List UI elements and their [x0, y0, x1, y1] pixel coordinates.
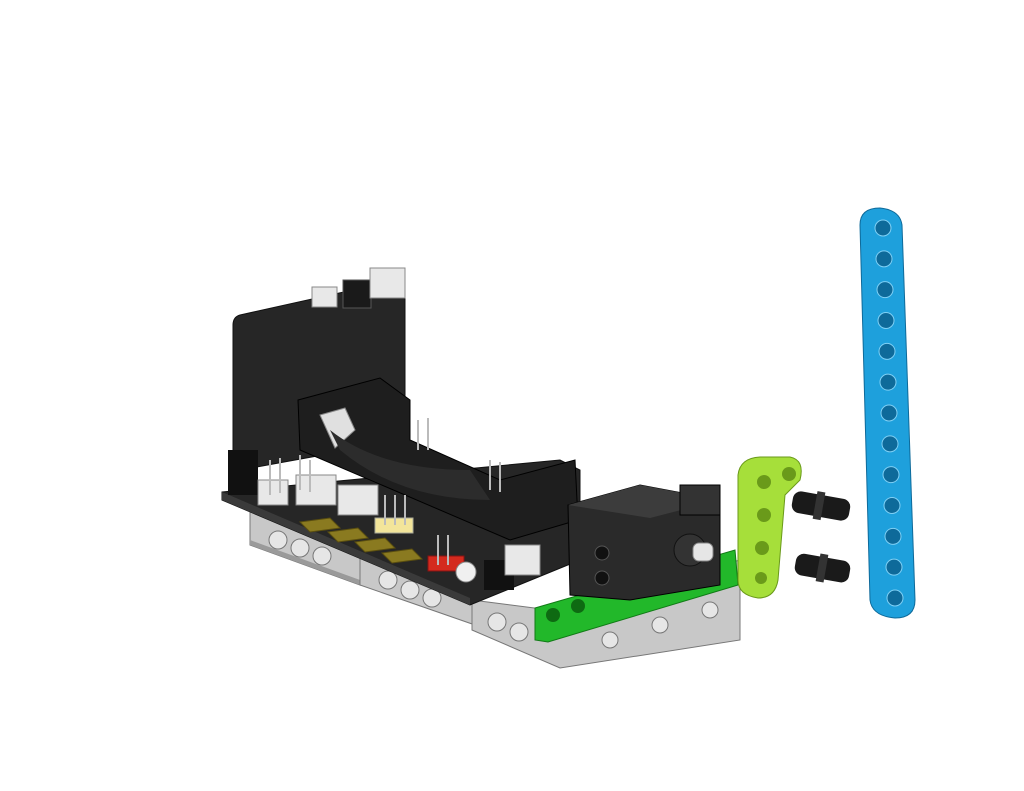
pin-headers	[257, 418, 541, 590]
beam-hole	[883, 497, 901, 514]
gold-pads	[298, 517, 424, 564]
beam-hole	[880, 404, 898, 422]
beam-hole	[885, 558, 903, 576]
beam-hole	[886, 589, 904, 607]
beam-hole	[874, 219, 892, 237]
beam-hole	[881, 435, 899, 453]
beam-hole	[875, 250, 893, 268]
push-button	[342, 279, 372, 309]
blue-beam	[859, 207, 916, 619]
connector-white	[311, 286, 338, 308]
beam-hole	[879, 373, 897, 391]
beam-hole	[878, 342, 896, 360]
battery-holder	[297, 377, 579, 541]
connector-pin-bottom	[794, 553, 851, 583]
beam-hole	[884, 527, 902, 545]
connector-white-top	[369, 267, 406, 299]
beam-hole	[882, 466, 900, 484]
servo-horn	[692, 542, 714, 562]
servo-motor	[567, 484, 721, 601]
lime-l-beam	[737, 456, 802, 599]
connector-pin-top	[791, 491, 851, 521]
beam-hole	[876, 281, 894, 299]
beam-hole	[877, 312, 895, 329]
